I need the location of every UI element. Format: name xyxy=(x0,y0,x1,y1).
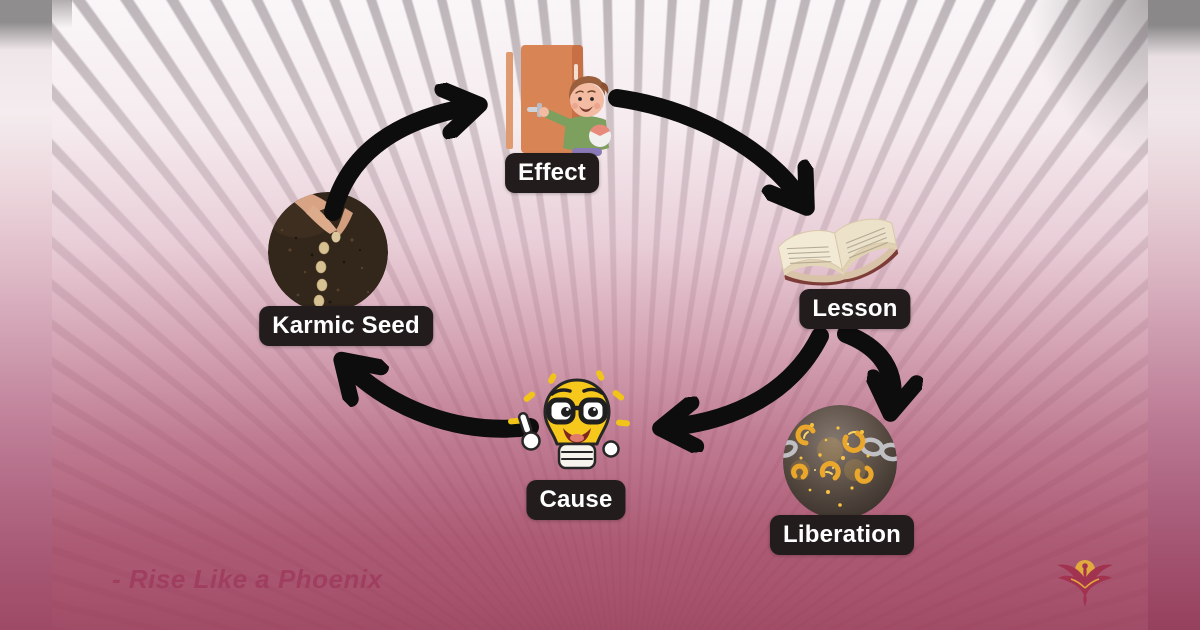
arrow-cause-to-karmic-seed xyxy=(350,368,539,438)
phoenix-logo-icon xyxy=(1057,560,1113,607)
background-right-edge-blur xyxy=(1148,0,1200,630)
cycle-arrows xyxy=(324,89,893,438)
arrow-effect-to-lesson xyxy=(608,89,800,198)
cause-image xyxy=(508,370,630,470)
background-top-left-shadow xyxy=(52,0,72,28)
effect-image xyxy=(506,45,611,156)
arrow-karmic-seed-to-effect xyxy=(324,107,468,221)
liberation-image xyxy=(783,405,897,519)
label-liberation: Liberation xyxy=(769,515,915,555)
label-cause: Cause xyxy=(526,480,626,520)
label-karmic-seed: Karmic Seed xyxy=(259,306,433,346)
background-top-right-shadow xyxy=(1008,0,1148,220)
label-effect: Effect xyxy=(505,153,599,193)
arrow-lesson-to-cause xyxy=(672,327,829,427)
label-lesson: Lesson xyxy=(799,289,911,329)
lesson-image xyxy=(777,218,899,286)
arrow-lesson-to-liberation xyxy=(837,325,893,402)
signature-text: - Rise Like a Phoenix xyxy=(112,564,383,594)
karmic-seed-image xyxy=(268,192,388,312)
background-left-edge-blur xyxy=(0,0,52,630)
